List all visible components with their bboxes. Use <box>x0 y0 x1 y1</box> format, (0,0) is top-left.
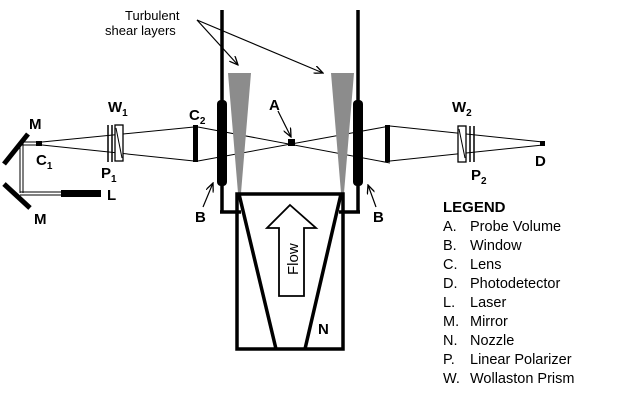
label-w2: W2 <box>452 99 472 119</box>
wollaston-w1-split <box>115 127 123 159</box>
legend-text: Window <box>470 238 522 254</box>
laser <box>61 190 101 197</box>
window-right <box>353 100 363 186</box>
label-w1: W1 <box>108 99 128 119</box>
legend: LEGEND A. Probe Volume B. Window C. Lens… <box>443 199 574 387</box>
label-a: A <box>269 97 280 114</box>
legend-key: L. <box>443 295 455 311</box>
legend-text: Photodetector <box>470 276 560 292</box>
legend-item: W. Wollaston Prism <box>443 371 574 387</box>
legend-text: Linear Polarizer <box>470 352 572 368</box>
nozzle-housing <box>235 192 345 351</box>
legend-item: M. Mirror <box>443 314 508 330</box>
legend-key: M. <box>443 314 459 330</box>
legend-key: A. <box>443 219 457 235</box>
legend-text: Probe Volume <box>470 219 561 235</box>
label-p2: P2 <box>471 167 487 187</box>
annotation-line2: shear layers <box>105 23 176 38</box>
annotation-arrow-right <box>196 19 323 73</box>
arrow-to-b-left <box>202 183 213 208</box>
legend-key: N. <box>443 333 458 349</box>
legend-item: D. Photodetector <box>443 276 560 292</box>
label-m-bottom: M <box>34 211 47 228</box>
legend-title: LEGEND <box>443 199 506 216</box>
annotation-arrow-left <box>196 19 238 65</box>
label-b-right: B <box>373 209 384 226</box>
legend-item: B. Window <box>443 238 522 254</box>
arrow-to-a <box>277 110 291 137</box>
legend-text: Mirror <box>470 314 508 330</box>
legend-key: C. <box>443 257 458 273</box>
annotation-line1: Turbulent <box>125 8 180 23</box>
mirror-bottom <box>2 182 32 210</box>
legend-key: B. <box>443 238 457 254</box>
nozzle-wall-right <box>303 193 343 350</box>
legend-text: Laser <box>470 295 506 311</box>
legend-item: A. Probe Volume <box>443 219 561 235</box>
legend-key: D. <box>443 276 458 292</box>
label-p1: P1 <box>101 165 117 185</box>
legend-item: L. Laser <box>443 295 506 311</box>
legend-item: C. Lens <box>443 257 501 273</box>
label-l: L <box>107 187 116 204</box>
lens-c2 <box>193 125 198 162</box>
mirror-top <box>2 132 30 166</box>
arrow-to-b-right <box>368 185 377 208</box>
shear-layer-left <box>228 73 251 193</box>
probe-volume <box>288 139 295 146</box>
shear-layer-right <box>331 73 354 193</box>
legend-text: Nozzle <box>470 333 514 349</box>
wollaston-w2-split <box>458 128 466 159</box>
nozzle-wall-left <box>237 193 278 350</box>
lens-c-right <box>385 125 390 162</box>
label-d: D <box>535 153 546 170</box>
label-c1: C1 <box>36 152 53 172</box>
photodetector <box>540 141 545 146</box>
legend-text: Lens <box>470 257 501 273</box>
window-left <box>217 100 227 186</box>
legend-key: P. <box>443 352 455 368</box>
flow-arrow <box>264 203 319 297</box>
legend-item: N. Nozzle <box>443 333 514 349</box>
legend-text: Wollaston Prism <box>470 371 574 387</box>
legend-key: W. <box>443 371 460 387</box>
label-c2: C2 <box>189 107 206 127</box>
flow-label: Flow <box>285 243 302 275</box>
lens-c1 <box>36 141 42 146</box>
label-b-left: B <box>195 209 206 226</box>
label-m-top: M <box>29 116 42 133</box>
label-n: N <box>318 321 329 338</box>
legend-item: P. Linear Polarizer <box>443 352 572 368</box>
